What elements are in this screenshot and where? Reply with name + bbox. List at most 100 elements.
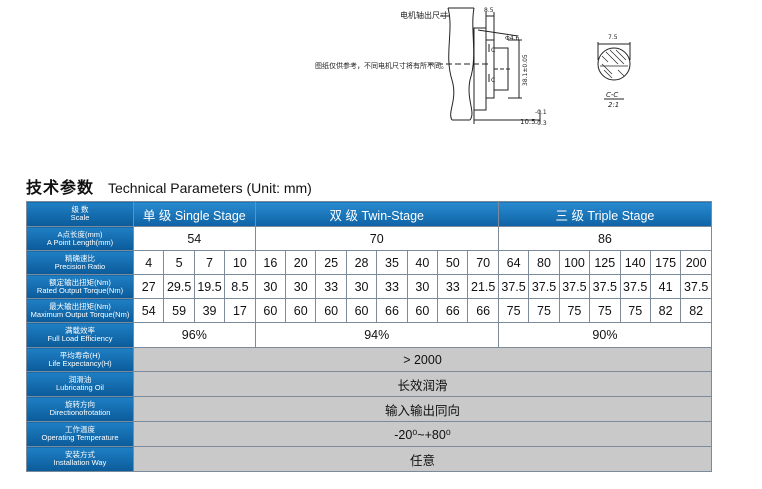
label-length: A点长度(mm)A Point Length(mm) xyxy=(26,226,134,251)
ratio-cell: 40 xyxy=(406,250,439,275)
max-torque-cell: 75 xyxy=(497,298,530,323)
rated-torque-cell: 30 xyxy=(285,274,317,299)
ratio-cell: 16 xyxy=(254,250,287,275)
ratio-cell: 50 xyxy=(437,250,469,275)
ratio-cell: 200 xyxy=(680,250,712,275)
max-torque-cell: 66 xyxy=(376,298,408,323)
ratio-cell: 4 xyxy=(132,250,165,275)
length-triple: 86 xyxy=(497,226,713,251)
rated-torque-cell: 19.5 xyxy=(193,274,226,299)
rated-torque-cell: 30 xyxy=(406,274,439,299)
rated-torque-cell: 30 xyxy=(254,274,287,299)
max-torque-cell: 66 xyxy=(437,298,469,323)
ratio-cell: 5 xyxy=(163,250,195,275)
dim-diameter: Φ4.6 xyxy=(505,35,519,42)
install-value: 任意 xyxy=(133,446,712,472)
rated-torque-cell: 21.5 xyxy=(467,274,499,299)
rated-torque-cell: 41 xyxy=(649,274,682,299)
ratio-cell: 100 xyxy=(558,250,591,275)
section-scale: 2:1 xyxy=(608,101,619,109)
max-torque-cell: 60 xyxy=(345,298,378,323)
section-heading: 技术参数 Technical Parameters (Unit: mm) xyxy=(26,174,312,197)
max-torque-cell: 82 xyxy=(649,298,682,323)
section-title: C-C xyxy=(606,91,618,99)
max-torque-cell: 75 xyxy=(528,298,560,323)
max-torque-cell: 75 xyxy=(589,298,621,323)
length-single: 54 xyxy=(133,226,256,251)
ratio-cell: 7 xyxy=(193,250,226,275)
rated-torque-cell: 37.5 xyxy=(619,274,651,299)
heading-cn: 技术参数 xyxy=(26,180,95,197)
row-life: 平均寿命(H)Life Expectancy(H) > 2000 xyxy=(26,347,712,372)
section-marker-top: C xyxy=(491,47,495,54)
ratio-cell: 80 xyxy=(528,250,560,275)
rated-torque-cell: 33 xyxy=(437,274,469,299)
max-torque-cell: 66 xyxy=(467,298,499,323)
rated-torque-cell: 27 xyxy=(132,274,165,299)
rated-torque-cell: 30 xyxy=(345,274,378,299)
ratio-cell: 28 xyxy=(345,250,378,275)
reference-note: 图纸仅供参考，不同电机尺寸将有所不同。 xyxy=(315,61,448,70)
section-marker-bottom: C xyxy=(491,77,495,84)
max-torque-cell: 60 xyxy=(285,298,317,323)
ratio-cell: 70 xyxy=(467,250,499,275)
life-value: > 2000 xyxy=(133,347,712,372)
ratio-cell: 125 xyxy=(589,250,621,275)
length-twin: 70 xyxy=(254,226,499,251)
rated-torque-cell: 37.5 xyxy=(680,274,712,299)
max-torque-cell: 75 xyxy=(619,298,651,323)
max-torque-cell: 75 xyxy=(558,298,591,323)
ratio-cell: 35 xyxy=(376,250,408,275)
rated-torque-cell: 29.5 xyxy=(163,274,195,299)
rated-torque-cell: 8.5 xyxy=(224,274,256,299)
dim-top: 8.5 xyxy=(484,7,494,14)
heading-en: Technical Parameters (Unit: mm) xyxy=(108,180,312,196)
stage-single-header: 单 级 Single Stage xyxy=(133,201,256,227)
max-torque-cell: 82 xyxy=(680,298,712,323)
dim-length: 38.1±0.05 xyxy=(522,54,529,86)
rated-torque-cell: 37.5 xyxy=(589,274,621,299)
temp-value: -20⁰~+80⁰ xyxy=(133,421,712,447)
dim-offset-main: 10.5 xyxy=(520,118,536,126)
max-torque-cell: 60 xyxy=(315,298,347,323)
stage-triple-header: 三 级 Triple Stage xyxy=(497,201,713,227)
lubricant-value: 长效润滑 xyxy=(133,371,712,397)
ratio-cell: 25 xyxy=(315,250,347,275)
ratio-cell: 20 xyxy=(285,250,317,275)
rated-torque-cell: 37.5 xyxy=(528,274,560,299)
efficiency-triple: 90% xyxy=(497,322,713,348)
max-torque-cell: 54 xyxy=(132,298,165,323)
row-length: A点长度(mm)A Point Length(mm) 54 70 86 xyxy=(26,226,713,251)
label-life: 平均寿命(H)Life Expectancy(H) xyxy=(26,347,134,372)
ratio-cell: 64 xyxy=(497,250,530,275)
label-rated-torque: 额定输出扭矩(Nm)Rated Output Torque(Nm) xyxy=(26,274,134,299)
rotation-value: 输入输出同向 xyxy=(133,396,712,422)
section-dim: 7.5 xyxy=(608,34,618,41)
dim-offset-top: -0.1 xyxy=(535,109,547,116)
motor-shaft-label: 电机轴出尺寸 xyxy=(400,10,448,20)
ratio-cell: 10 xyxy=(224,250,256,275)
label-max-torque: 最大输出扭矩(Nm)Maximum Output Torque(Nm) xyxy=(26,298,134,323)
dim-offset-bottom: -0.3 xyxy=(535,120,547,127)
rated-torque-cell: 37.5 xyxy=(558,274,591,299)
stage-twin-header: 双 级 Twin-Stage xyxy=(254,201,499,227)
rated-torque-cell: 33 xyxy=(315,274,347,299)
efficiency-twin: 94% xyxy=(254,322,499,348)
